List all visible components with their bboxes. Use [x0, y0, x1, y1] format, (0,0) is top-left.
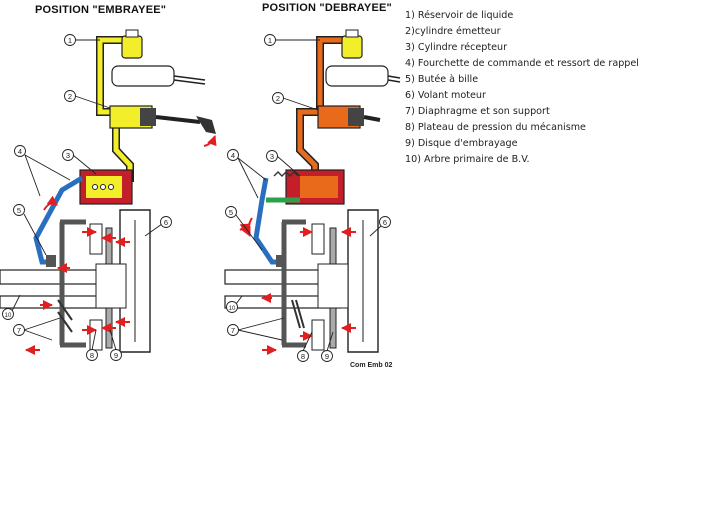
callout-label-1-disengaged: 1 — [268, 36, 272, 45]
diagram-credit: Com Emb 02 — [350, 362, 393, 369]
callouts-engaged: 1 2 3 4 5 6 7 8 9 10 — [2, 34, 172, 361]
disengaged-pressure-plate — [311, 223, 325, 255]
disengaged-fork — [253, 177, 282, 265]
engaged-pressure-plate — [89, 223, 103, 255]
legend-item-10: 10) Arbre primaire de B.V. — [405, 154, 530, 165]
engaged-reservoir — [121, 35, 143, 59]
callout-label-9-engaged: 9 — [114, 351, 118, 360]
callout-label-7-disengaged: 7 — [231, 326, 235, 335]
callout-label-10-engaged: 10 — [5, 313, 12, 319]
callout-label-10-disengaged: 10 — [229, 306, 236, 312]
legend-item-6: 6) Volant moteur — [405, 90, 486, 101]
disengaged-master-cylinder — [325, 65, 389, 87]
callout-label-2-disengaged: 2 — [276, 94, 280, 103]
callout-1-engaged — [64, 34, 76, 46]
callout-label-8-disengaged: 8 — [301, 352, 305, 361]
engaged-fork — [33, 175, 84, 265]
disengaged-reservoir — [341, 35, 363, 59]
callout-label-7-engaged: 7 — [17, 326, 21, 335]
title-disengaged: POSITION "DEBRAYEE" — [262, 2, 392, 14]
engaged-diagram — [0, 29, 217, 355]
callout-label-3-engaged: 3 — [66, 151, 70, 160]
callouts-disengaged: 1 2 3 4 5 6 7 8 9 10 — [225, 34, 391, 362]
callout-label-2-engaged: 2 — [68, 92, 72, 101]
legend-item-5: 5) Butée à bille — [405, 74, 479, 85]
engaged-shaft — [0, 269, 111, 285]
legend-item-8: 8) Plateau de pression du mécanisme — [405, 122, 586, 133]
disengaged-diaphragm — [281, 219, 306, 348]
title-engaged: POSITION "EMBRAYEE" — [35, 4, 167, 16]
legend-item-9: 9) Disque d'embrayage — [405, 138, 518, 149]
callout-label-4-disengaged: 4 — [231, 151, 235, 160]
callout-label-5-engaged: 5 — [17, 206, 21, 215]
engaged-diaphragm — [59, 219, 86, 348]
callout-label-3-disengaged: 3 — [270, 152, 274, 161]
callout-label-8-engaged: 8 — [90, 351, 94, 360]
callout-label-6-engaged: 6 — [164, 218, 168, 227]
legend-item-2: 2)cylindre émetteur — [405, 26, 501, 37]
callout-label-1-engaged: 1 — [68, 36, 72, 45]
callout-label-4-engaged: 4 — [18, 147, 22, 156]
legend-item-3: 3) Cylindre récepteur — [405, 42, 508, 53]
callout-label-6-disengaged: 6 — [383, 218, 387, 227]
callout-label-9-disengaged: 9 — [325, 352, 329, 361]
legend-item-1: 1) Réservoir de liquide — [405, 10, 514, 21]
legend-item-7: 7) Diaphragme et son support — [405, 106, 550, 117]
legend-list: 1) Réservoir de liquide 2)cylindre émett… — [405, 8, 639, 168]
legend-item-4: 4) Fourchette de commande et ressort de … — [405, 58, 639, 69]
engaged-master-cylinder — [111, 65, 175, 87]
disengaged-diagram — [224, 29, 401, 355]
callout-label-5-disengaged: 5 — [229, 208, 233, 217]
